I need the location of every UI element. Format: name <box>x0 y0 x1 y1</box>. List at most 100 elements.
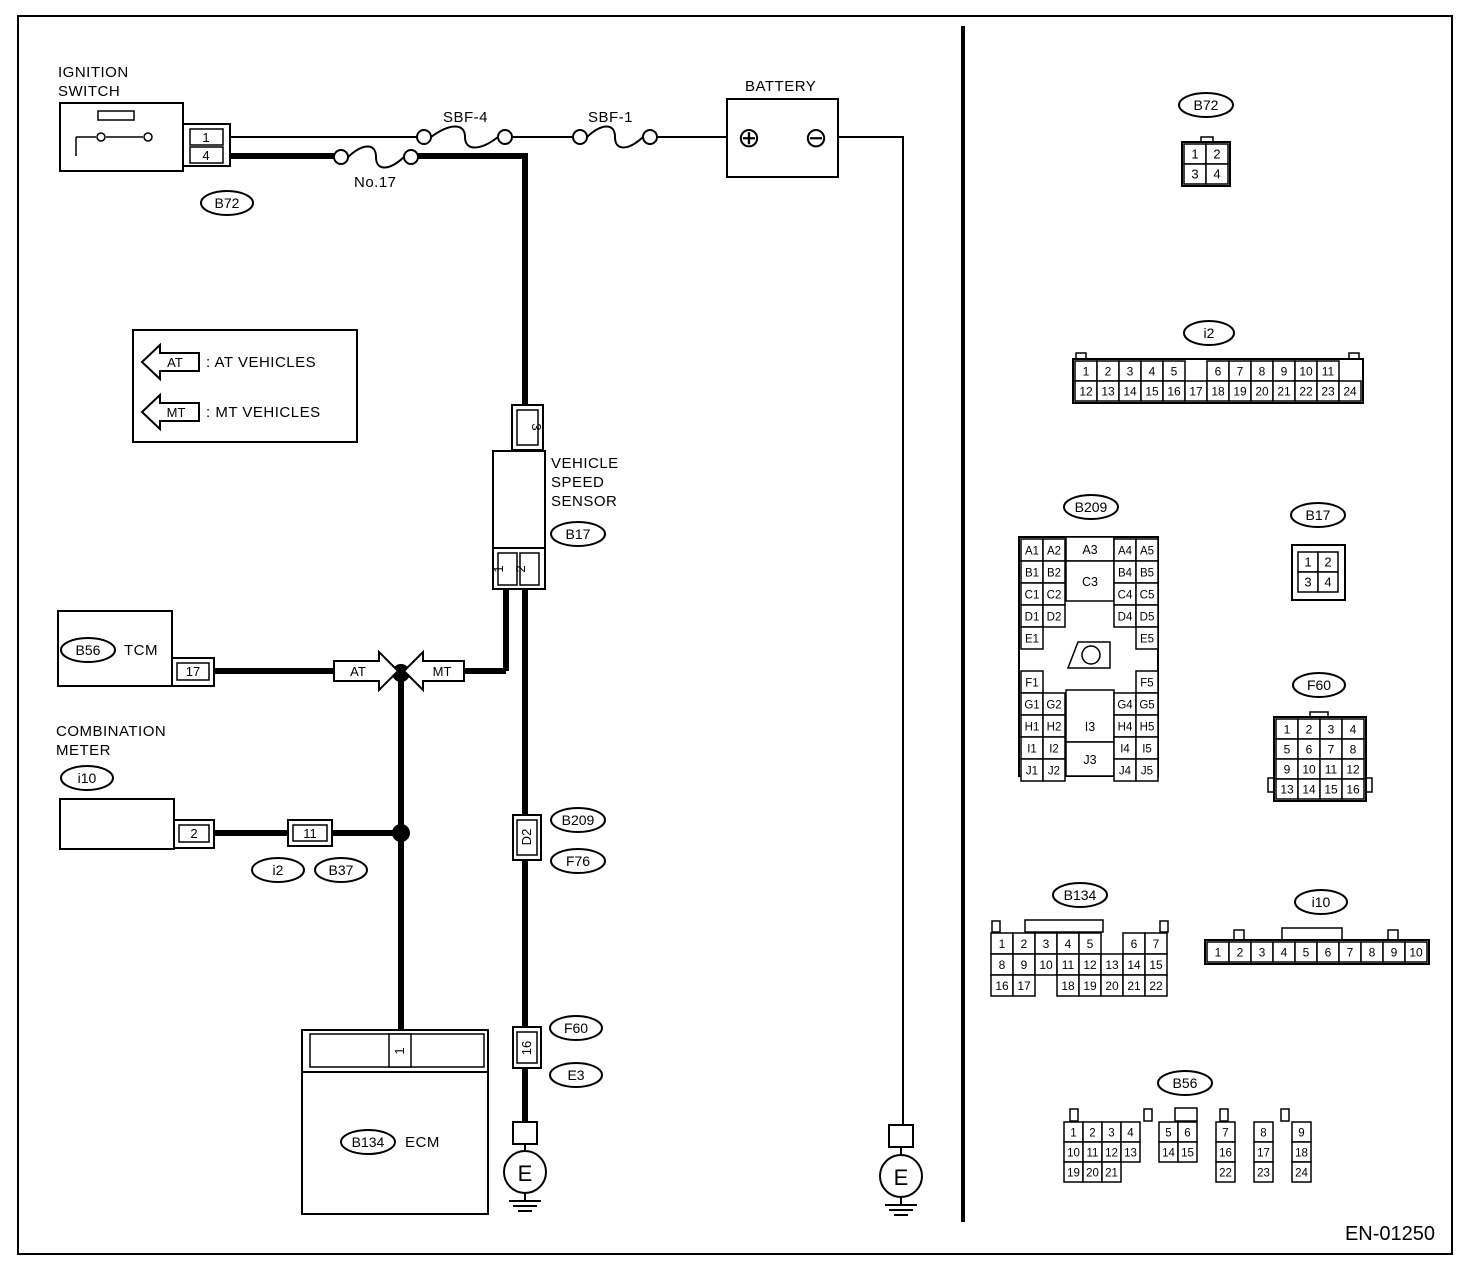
fuse-no17-label: No.17 <box>354 174 397 191</box>
combination-meter-pin-2: 2 <box>190 826 197 841</box>
face-b209-pin: J1 <box>1026 766 1038 778</box>
face-i2-pin: 22 <box>1299 385 1313 399</box>
battery: BATTERY ⊕ ⊖ <box>726 78 839 178</box>
face-b209-pin: E1 <box>1025 634 1039 646</box>
joint-f60-e3: 16 F60 E3 <box>512 1015 603 1088</box>
joint-i2-b37: 11 i2 B37 <box>251 819 368 883</box>
combination-meter: COMBINATION METER i10 2 <box>56 723 215 850</box>
face-b209-pin: I5 <box>1142 744 1152 756</box>
face-i2-pin: 3 <box>1127 365 1134 379</box>
face-b134-pin: 19 <box>1083 979 1097 993</box>
face-b56-cell <box>1101 1161 1122 1183</box>
face-f60-cell <box>1341 778 1365 800</box>
fuse-sbf1: SBF-1 <box>572 109 658 149</box>
face-i10-pin: 9 <box>1391 946 1398 960</box>
joint-e3-id: E3 <box>567 1067 584 1083</box>
face-f60-pin: 16 <box>1346 783 1360 797</box>
face-b209-pin: A1 <box>1025 546 1039 558</box>
face-b134-pin: 12 <box>1083 958 1097 972</box>
face-b209-pin: H2 <box>1047 722 1062 734</box>
face-b56-pin: 22 <box>1219 1168 1232 1180</box>
face-b134-pin: 15 <box>1149 958 1163 972</box>
face-b209-pin: F5 <box>1140 678 1153 690</box>
vss-pin-2: 2 <box>513 565 528 572</box>
ground-right: E <box>879 1124 923 1216</box>
face-i10-pin: 3 <box>1259 946 1266 960</box>
face-b209-pin: B1 <box>1025 568 1039 580</box>
ground-left-symbol: E <box>518 1161 533 1186</box>
face-b209-label: B209 <box>1075 499 1108 515</box>
face-b134-pin: 4 <box>1065 937 1072 951</box>
joint-i2-id: i2 <box>273 862 284 878</box>
face-f60-pin: 10 <box>1302 763 1316 777</box>
combination-meter-connector-id: i10 <box>78 770 97 786</box>
legend: AT : AT VEHICLES MT : MT VEHICLES <box>132 329 358 443</box>
face-b209-center-i3: I3 <box>1085 720 1095 734</box>
face-b134-pin: 8 <box>999 958 1006 972</box>
face-b56-pin: 8 <box>1260 1128 1266 1140</box>
face-i10-pin: 5 <box>1303 946 1310 960</box>
face-b56-cell <box>1177 1141 1198 1163</box>
ignition-pin-4: 4 <box>202 148 209 163</box>
face-b209-pin: C2 <box>1047 590 1062 602</box>
face-i2-label: i2 <box>1204 325 1215 341</box>
diagram-frame <box>17 15 1453 1255</box>
face-b56-pin: 14 <box>1162 1148 1175 1160</box>
face-b134-pin: 22 <box>1149 979 1163 993</box>
joint-b209-f76: D2 B209 F76 <box>512 807 606 874</box>
legend-at-tag: AT <box>167 355 183 370</box>
vehicle-speed-sensor: 3 1 2 VEHICLE SPEED SENSOR B17 <box>491 404 618 590</box>
ignition-switch-label-line2: SWITCH <box>58 83 120 100</box>
face-b56-pin: 20 <box>1086 1168 1099 1180</box>
face-b134-label: B134 <box>1064 887 1097 903</box>
face-b56-pin: 21 <box>1105 1168 1118 1180</box>
face-f60-pin: 11 <box>1325 763 1338 777</box>
face-i10-label: i10 <box>1312 894 1331 910</box>
face-b134-pin: 5 <box>1087 937 1094 951</box>
ignition-switch-label-line1: IGNITION <box>58 64 129 81</box>
face-b134-pin: 21 <box>1127 979 1141 993</box>
joint-i2-b37-pin: 11 <box>303 826 317 841</box>
at-arrow-label: AT <box>350 664 366 679</box>
face-b56-pin: 5 <box>1165 1128 1171 1140</box>
tcm: B56 TCM 17 <box>57 610 215 687</box>
face-b209-pin: E5 <box>1140 634 1154 646</box>
wires <box>214 136 904 1125</box>
face-b209-pin: C5 <box>1140 590 1155 602</box>
face-b134-pin: 18 <box>1061 979 1075 993</box>
face-i2-pin: 16 <box>1167 385 1181 399</box>
face-i2-pin: 12 <box>1079 385 1093 399</box>
face-b209-pin: D1 <box>1025 612 1040 624</box>
face-b72-pin: 4 <box>1213 167 1220 182</box>
face-b209-center-a3: A3 <box>1082 543 1097 557</box>
face-b209-pin: J2 <box>1048 766 1060 778</box>
face-b56-pin: 11 <box>1087 1148 1099 1160</box>
face-b209-pin: D2 <box>1047 612 1062 624</box>
face-b134-pin: 13 <box>1105 958 1119 972</box>
fuse-sbf4: SBF-4 <box>416 109 513 149</box>
vss-pin-3: 3 <box>529 423 544 430</box>
joint-b209-f76-pin: D2 <box>519 829 534 846</box>
face-i2-pin: 21 <box>1277 385 1291 399</box>
face-b56-pin: 1 <box>1070 1128 1076 1140</box>
joint-f60-e3-pin: 16 <box>519 1041 534 1055</box>
tcm-connector-id: B56 <box>76 642 101 658</box>
face-b56-pin: 3 <box>1108 1128 1114 1140</box>
ignition-pin-1: 1 <box>202 130 209 145</box>
face-i2-pin: 13 <box>1101 385 1115 399</box>
joint-f76-id: F76 <box>566 853 590 869</box>
face-i2-pin: 17 <box>1189 385 1203 399</box>
face-i2-pin: 9 <box>1281 365 1288 379</box>
face-b56-pin: 9 <box>1298 1128 1304 1140</box>
vss-pin-1: 1 <box>491 565 506 572</box>
face-b209-pin: G1 <box>1024 700 1039 712</box>
face-b209-cell <box>1020 626 1044 650</box>
